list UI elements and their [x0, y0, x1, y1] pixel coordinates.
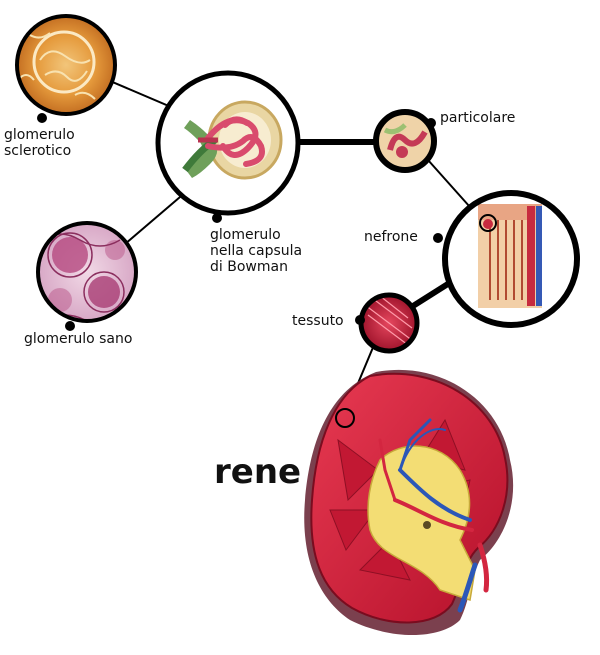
label-particolare: particolare — [440, 110, 516, 126]
label-rene: rene — [214, 452, 302, 492]
healthy-glomerulus-image — [36, 221, 138, 323]
kidney-image — [304, 369, 514, 635]
sclerotic-glomerulus-image — [15, 14, 117, 116]
label-glomerulo-sclerotico: glomerulo sclerotico — [4, 127, 75, 159]
tissue-image — [358, 292, 420, 354]
detail-image — [373, 109, 437, 173]
label-glomerulo-sano: glomerulo sano — [24, 331, 133, 347]
nephron-image — [442, 190, 580, 328]
label-glomerulo-capsula: glomerulo nella capsula di Bowman — [210, 227, 303, 275]
bowman-capsule-image — [155, 70, 301, 216]
label-dots — [37, 113, 443, 331]
connector-nephron-tissue — [411, 279, 453, 309]
label-tessuto: tessuto — [292, 313, 344, 329]
label-nefrone: nefrone — [364, 229, 418, 245]
